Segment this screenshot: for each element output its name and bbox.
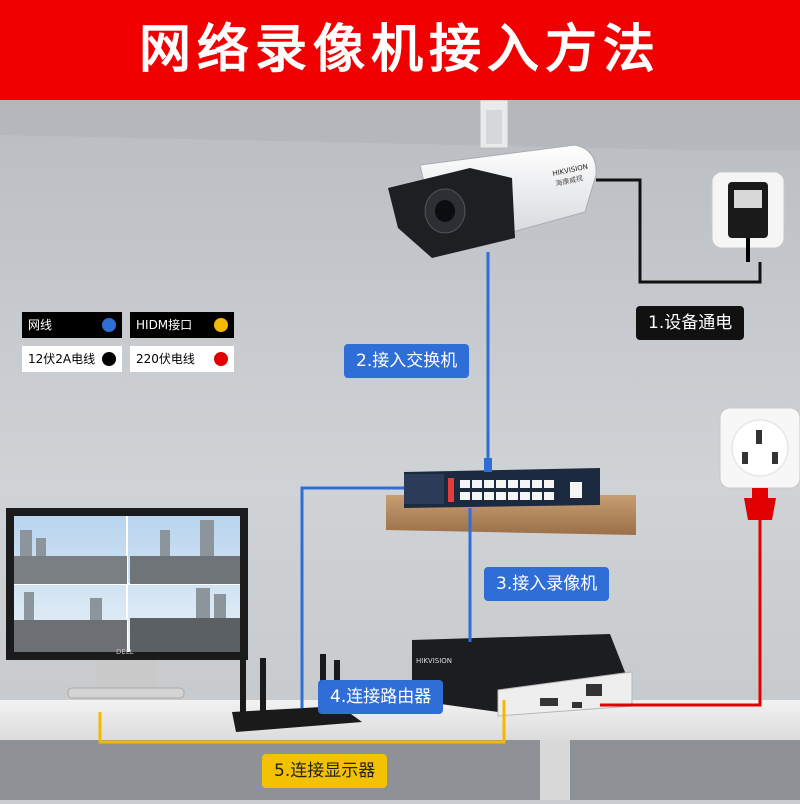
- nvr-brand: HIKVISION: [416, 657, 452, 665]
- blue-dot-icon: [102, 318, 116, 332]
- title-banner: [0, 0, 800, 100]
- step-2-label: 2.接入交换机: [344, 344, 470, 378]
- desk-top: [0, 700, 800, 740]
- hdmi-cable: [98, 700, 506, 744]
- ac-power-cable: [600, 520, 762, 707]
- legend-hdmi: HIDM接口: [130, 312, 234, 338]
- camera-mount-arm: [486, 110, 502, 144]
- rj45-plug: [484, 458, 492, 472]
- ceiling: [0, 100, 800, 150]
- bullet-camera: HIKVISION 海康威视: [388, 144, 597, 258]
- page-title: 网络录像机接入方法: [138, 20, 661, 80]
- dc-power-cable: [596, 178, 762, 284]
- legend-ac-power: 220伏电线: [130, 346, 234, 372]
- yellow-dot-icon: [214, 318, 228, 332]
- cable-legend: 网线 HIDM接口 12伏2A电线 220伏电线: [22, 312, 234, 374]
- wall-socket-adapter: [711, 171, 785, 262]
- legend-network-cable: 网线: [22, 312, 122, 338]
- wall-socket-220v: [719, 407, 800, 520]
- step-5-label: 5.连接显示器: [262, 754, 388, 788]
- legend-dc-power: 12伏2A电线: [22, 346, 122, 372]
- step-4-label: 4.连接路由器: [318, 680, 444, 714]
- switch-to-router-cable: [300, 486, 404, 708]
- legend-label: 网线: [28, 318, 53, 332]
- legend-label: HIDM接口: [136, 318, 193, 332]
- monitor-brand: DELL: [116, 648, 134, 656]
- poe-switch: [404, 468, 600, 508]
- legend-label: 12伏2A电线: [28, 352, 96, 366]
- desk-shadow: [0, 740, 800, 800]
- black-dot-icon: [102, 352, 116, 366]
- desk-leg: [540, 740, 570, 800]
- step-3-label: 3.接入录像机: [484, 567, 610, 601]
- red-dot-icon: [214, 352, 228, 366]
- legend-label: 220伏电线: [136, 352, 195, 366]
- nvr-recorder: HIKVISION: [412, 634, 633, 717]
- monitor: DELL: [6, 508, 248, 699]
- step-1-label: 1.设备通电: [636, 306, 745, 340]
